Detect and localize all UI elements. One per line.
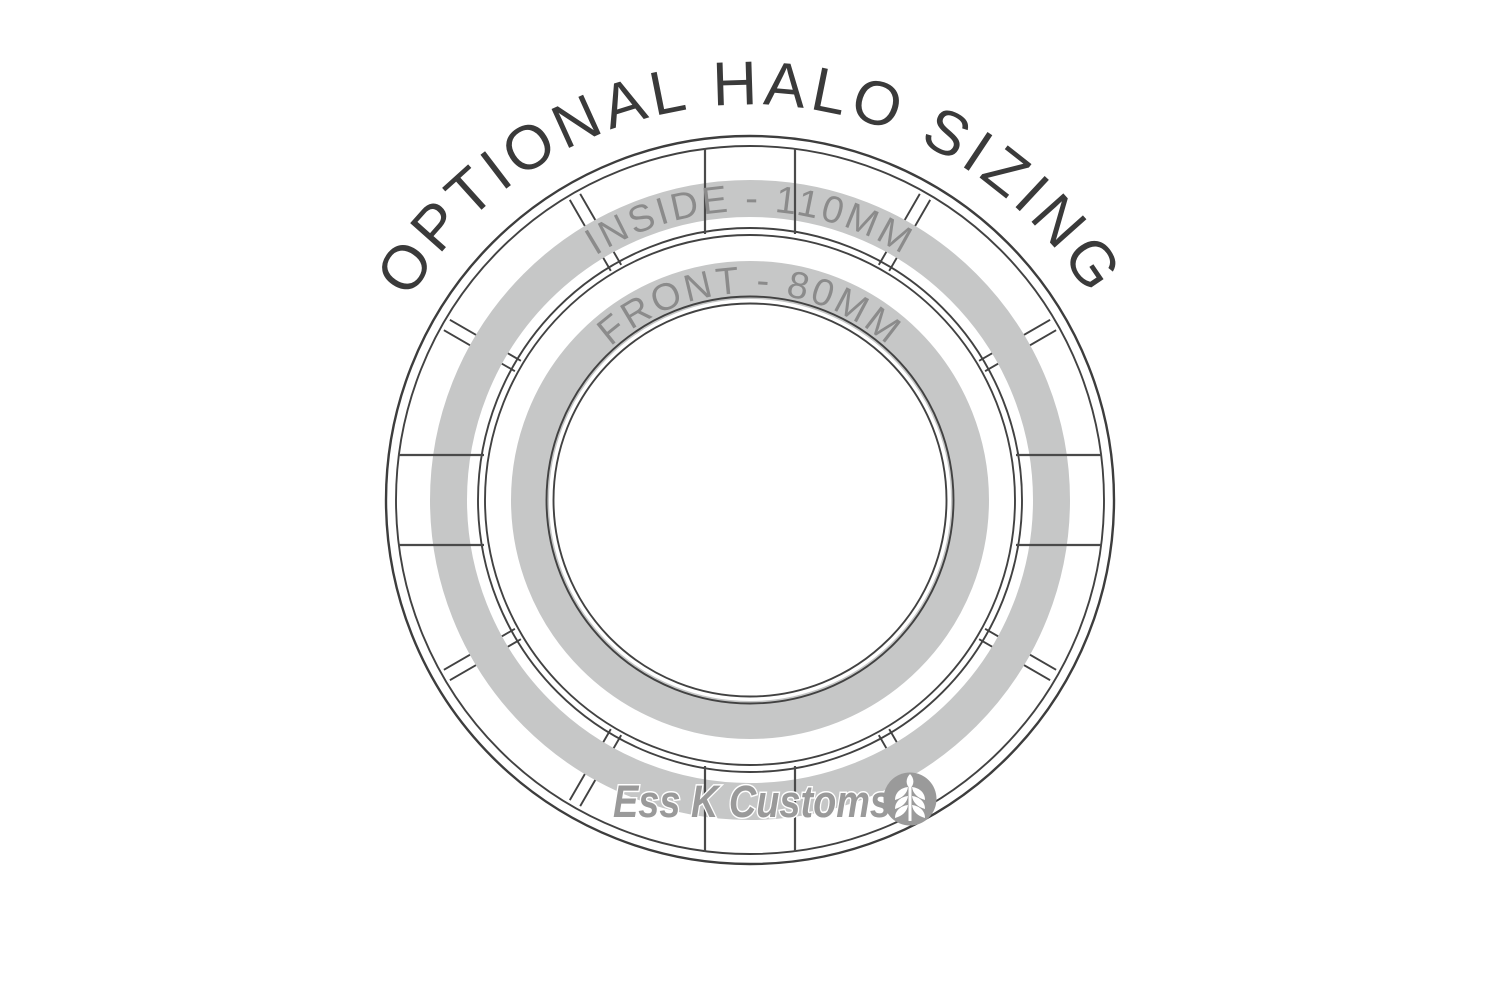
tab-6-oclock	[703, 766, 797, 852]
bezel-line-art-under	[384, 134, 1116, 866]
tab-9-oclock	[398, 453, 484, 547]
bezel-inner-edge-circle	[477, 227, 1023, 773]
logo-text: Ess K Customs	[613, 776, 891, 827]
tab-3-oclock	[1016, 453, 1102, 547]
wheat-icon	[883, 772, 937, 826]
inside-halo-label: INSIDE - 110MM	[578, 178, 921, 264]
bezel-line-art-over	[398, 148, 1102, 852]
logo: Ess K Customs	[612, 772, 937, 829]
front-halo-ring	[511, 261, 989, 739]
bezel-inner-edge-circle-2	[484, 234, 1016, 766]
bezel-rim-circle	[395, 145, 1105, 855]
wheat-bud	[906, 774, 914, 789]
bezel-hole-edge-circle-2	[552, 302, 948, 698]
tab-12-oclock	[703, 148, 797, 234]
bezel-outer-circle	[384, 134, 1116, 866]
inside-halo-ring	[430, 180, 1070, 820]
bezel-tabs	[398, 148, 1102, 852]
halo-rings	[430, 180, 1070, 820]
bezel-hole-edge-circle	[545, 295, 955, 705]
wheat-leaves	[895, 787, 925, 818]
